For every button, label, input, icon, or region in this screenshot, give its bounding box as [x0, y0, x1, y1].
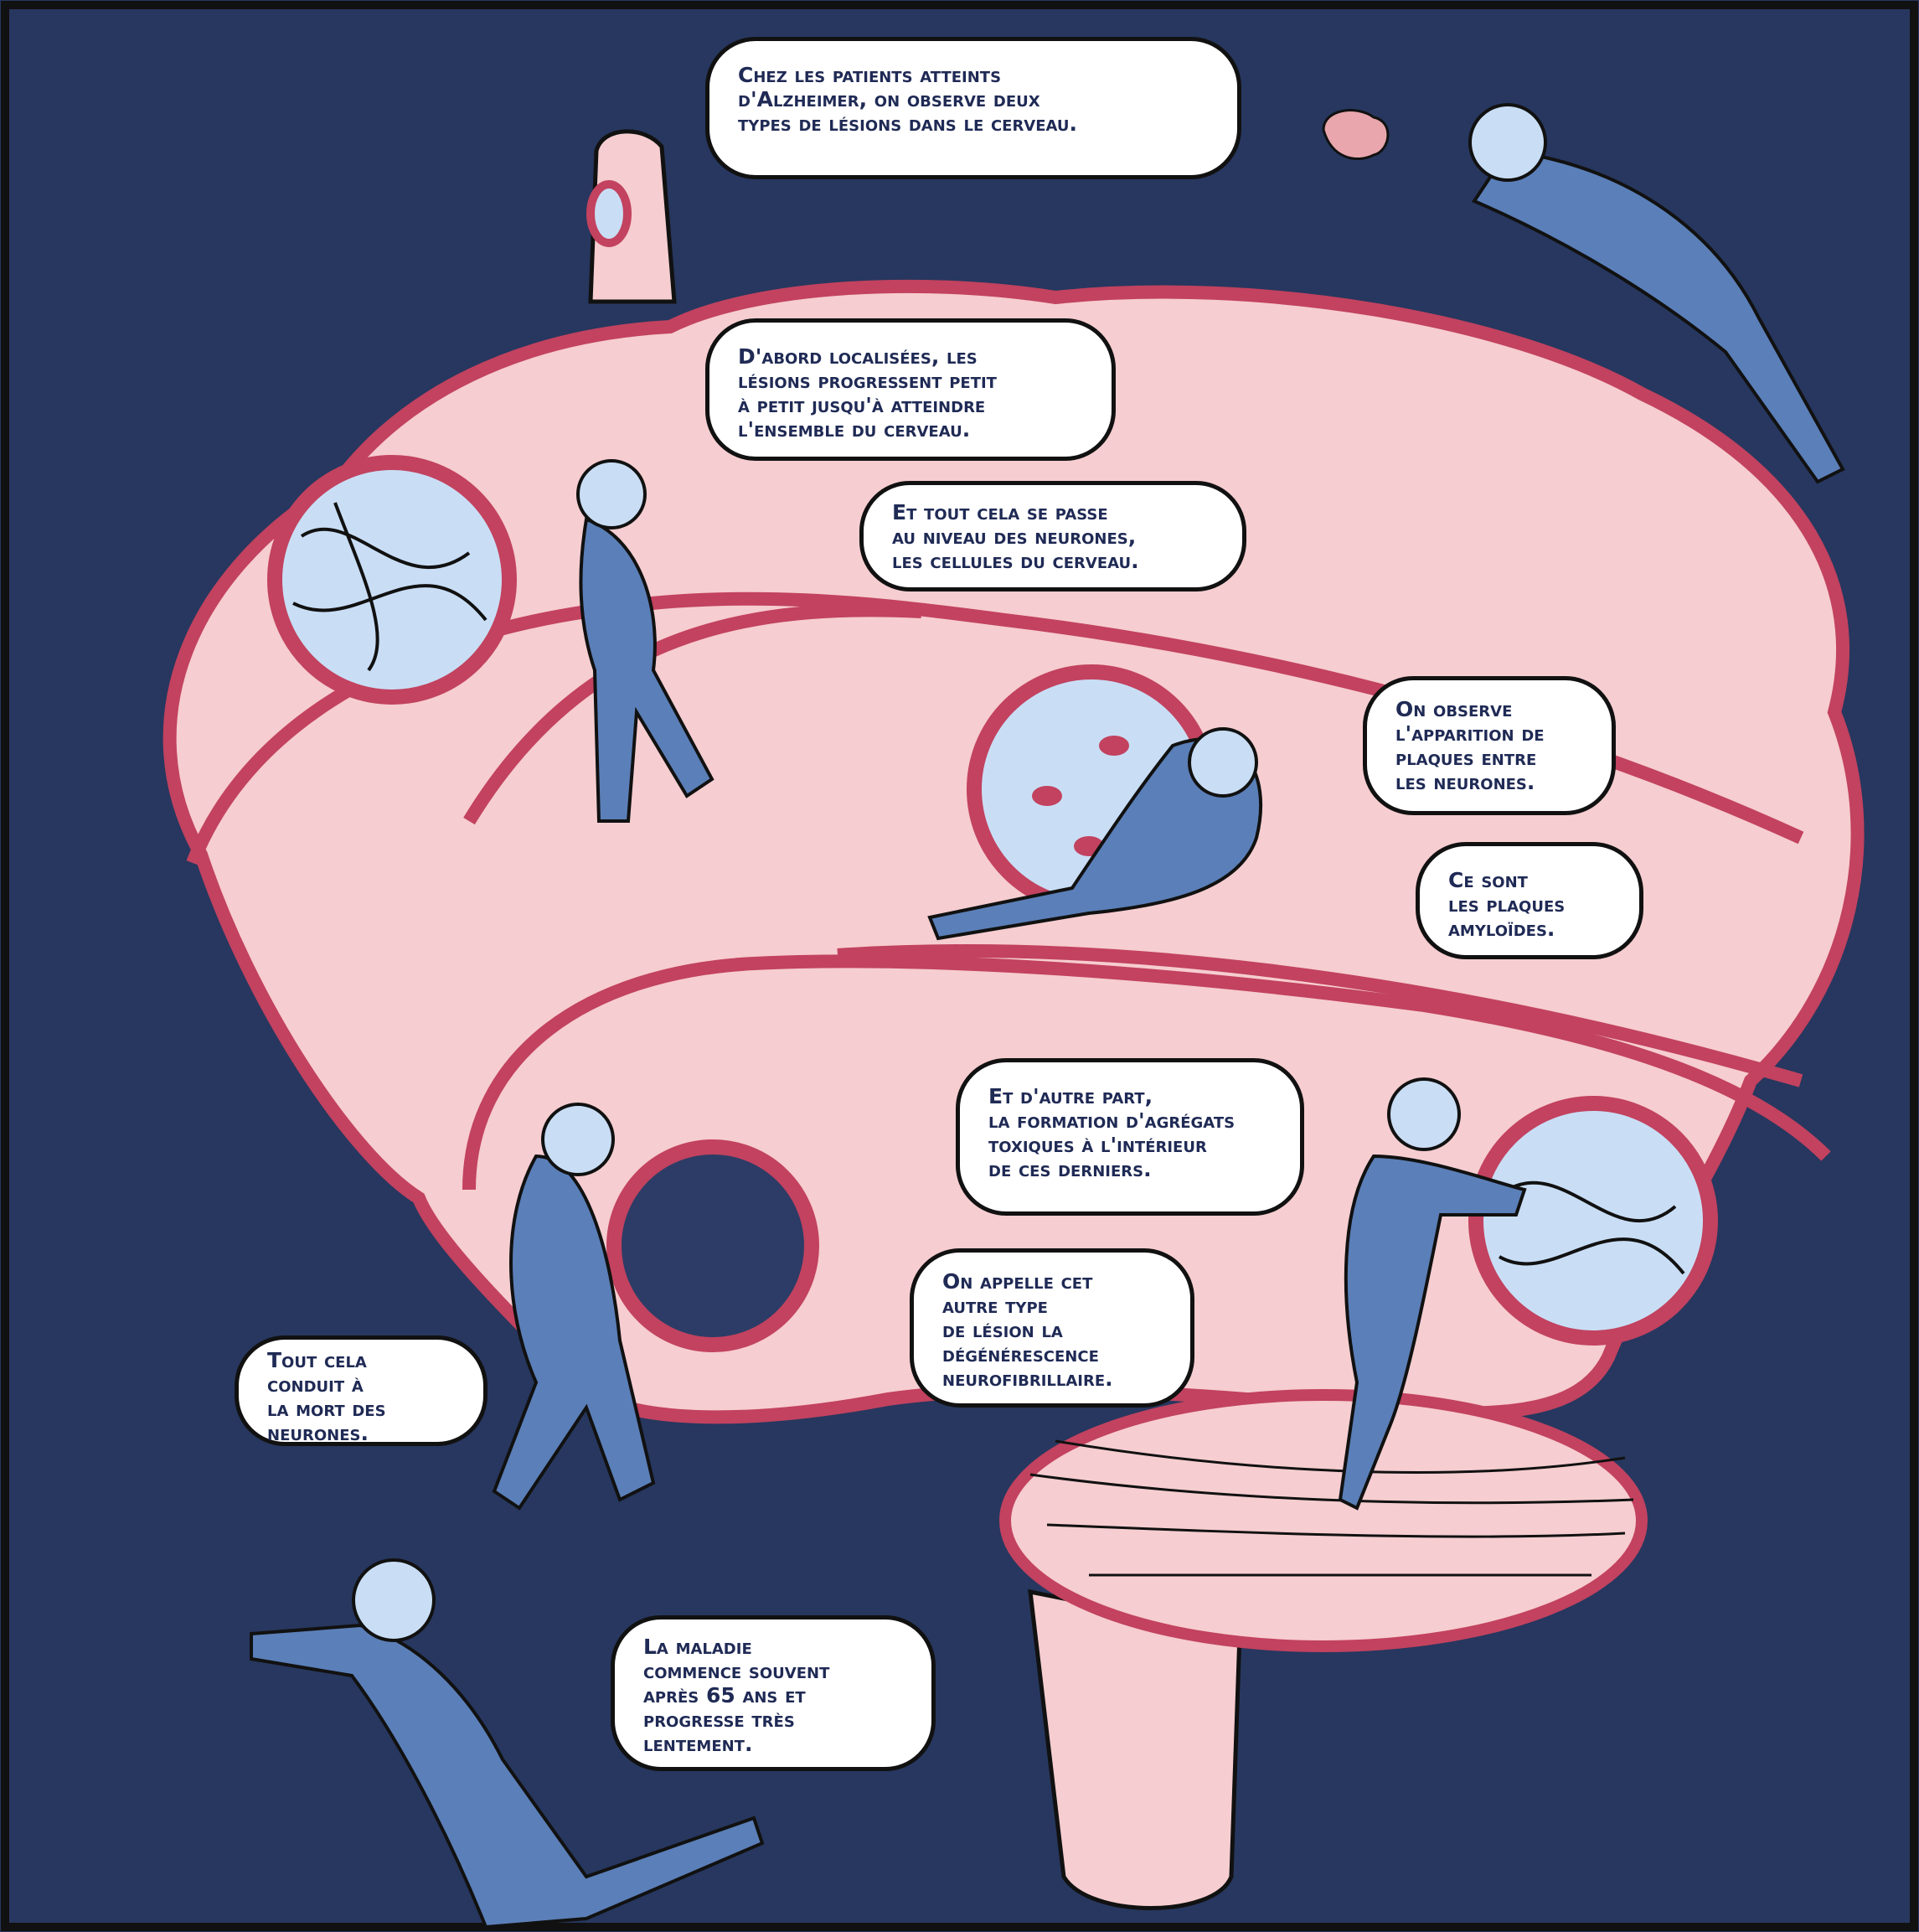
speech-bubble-plaques-appear: On observe l'apparition de plaques entre… [1363, 676, 1616, 815]
diver-bottom-left [250, 1558, 765, 1929]
small-brain-icon [1322, 109, 1390, 161]
speech-bubble-neurons-level: Et tout cela se passe au niveau des neur… [859, 481, 1246, 591]
speech-bubble-lesions-progress: D'abord localisées, les lésions progress… [705, 318, 1116, 461]
speech-bubble-neuron-death: Tout cela conduit à la mort des neurones… [235, 1335, 487, 1446]
periscope-tower [588, 129, 677, 304]
brain-fold-middle [463, 603, 1803, 1087]
speech-bubble-toxic-aggregates: Et d'autre part, la formation d'agrégats… [956, 1058, 1304, 1216]
diver-top-right [1468, 103, 1845, 484]
diver-left-porthole [576, 459, 714, 823]
speech-bubble-disease-onset: La maladie commence souvent après 65 ans… [611, 1615, 936, 1771]
diver-dark-porthole [492, 1103, 656, 1511]
brainstem [1028, 1588, 1242, 1910]
porthole-neuron-network [267, 455, 517, 705]
speech-bubble-two-lesion-types: Chez les patients atteints d'Alzheimer, … [705, 37, 1241, 179]
speech-bubble-amyloid-plaques: Ce sont les plaques amyloïdes. [1416, 842, 1643, 959]
diver-right-porthole [1338, 1077, 1527, 1511]
brain-fold-lower [462, 954, 1831, 1191]
cerebellum [999, 1389, 1648, 1652]
periscope-window [586, 180, 632, 247]
porthole-neurofibrillary-tangles [1468, 1096, 1718, 1346]
diver-center-porthole [927, 727, 1263, 941]
porthole-dark-dead-neurons [606, 1139, 819, 1352]
speech-bubble-neurofibrillary-degeneration: On appelle cet autre type de lésion la d… [910, 1248, 1194, 1408]
